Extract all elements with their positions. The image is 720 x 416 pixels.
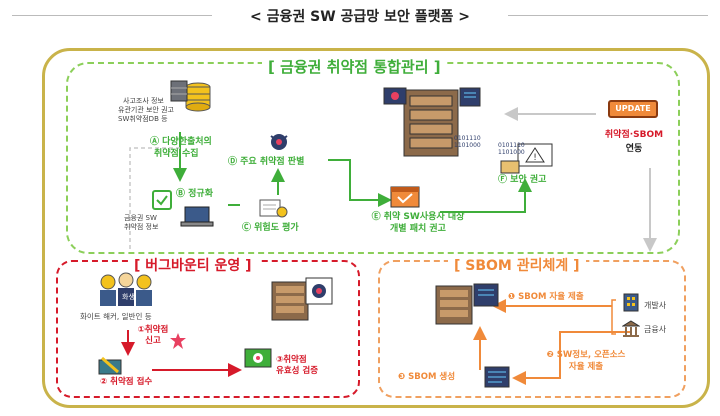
server-cluster-icon: [383, 87, 481, 157]
step3-line-1: ③취약점: [276, 355, 307, 365]
sbom-link-line-1: 취약점·SBOM: [604, 130, 664, 140]
sbom-step2-line-2: 자율 제출: [568, 362, 604, 372]
building-icon: [623, 293, 639, 312]
step1-line-1: ①취약점: [137, 325, 169, 335]
step-e-line-2: 개별 패치 권고: [390, 224, 446, 234]
svg-text:!: !: [533, 153, 537, 163]
arrow-patch-to-advisory: [440, 178, 532, 213]
arrow-judge-to-patch: [328, 159, 392, 207]
step-a-line-2: 취약점 수집: [154, 149, 199, 159]
sbom-step2-line-1: ❷ SW정보, 오픈소스: [546, 350, 626, 360]
title-rule-right: [508, 15, 708, 16]
step-e-line-1: Ⓔ 취약 SW사용사 대상: [371, 212, 465, 222]
title-rule-left: [12, 15, 212, 16]
step-a-line-1: Ⓐ 다양한출처의: [150, 137, 212, 147]
server-rack-small-icon: [170, 80, 188, 102]
binary-code-text: 0101110 1101000: [454, 135, 481, 149]
source-line-1: 사고조사 정보: [123, 97, 164, 105]
source-line-3: SW취약점DB 등: [118, 115, 168, 123]
advisory-binary-text: 0101110 1101000: [498, 142, 525, 156]
verify-monitor-icon: [244, 348, 272, 368]
arrow-to-generate: [512, 346, 561, 385]
sbom-server-icon: [435, 283, 499, 325]
sbom-step1-label: ❶ SBOM 자율 제출: [508, 292, 584, 302]
arrow-swinfo: [559, 331, 630, 346]
patch-window-icon: [390, 186, 420, 208]
step-c-label: Ⓒ 위험도 평가: [242, 223, 299, 233]
evaluation-icon: [259, 199, 288, 218]
sbom-management-header: [ SBOM 관리체계 ]: [448, 255, 586, 275]
warning-monitor-icon: !: [517, 143, 553, 167]
step1-line-2: 신고: [145, 336, 161, 346]
source-line-2: 유관기관 보안 권고: [118, 106, 174, 114]
notice-icon: [500, 160, 520, 174]
developer-label: 개발사: [644, 301, 667, 310]
people-icon: [100, 272, 152, 306]
hacker-label: 화생: [122, 293, 135, 301]
step-b-label: Ⓑ 정규화: [176, 189, 213, 199]
fin-info-line-1: 금융권 SW: [124, 214, 157, 222]
bug-icon: [270, 134, 288, 150]
step-f-label: Ⓕ 보안 권고: [498, 175, 547, 185]
checklist-icon: [152, 190, 172, 210]
fin-info-line-2: 취약점 정보: [124, 223, 159, 231]
dashed-link-collect: [129, 147, 180, 250]
bug-server-icon: [271, 277, 333, 321]
step-d-label: Ⓓ 주요 취약점 판별: [228, 157, 305, 167]
update-badge: UPDATE: [608, 100, 658, 118]
receive-tool-icon: [98, 356, 122, 375]
integrated-management-header: [ 금융권 취약점 통합관리 ]: [262, 56, 447, 77]
sbom-doc-icon: [484, 366, 510, 388]
step2-label: ② 취약점 접수: [100, 377, 153, 387]
update-label: UPDATE: [615, 104, 651, 113]
sbom-link-line-2: 연동: [625, 144, 643, 154]
page-title: < 금융권 SW 공급망 보안 플랫폼 >: [250, 9, 470, 25]
bank-icon: [622, 320, 640, 337]
database-icon: [185, 82, 211, 112]
sbom-step3-label: ❸ SBOM 생성: [398, 372, 456, 382]
step3-line-2: 유효성 검증: [276, 366, 319, 376]
financial-label: 금융사: [644, 325, 667, 334]
laptop-icon: [180, 206, 214, 227]
platform-frame: [42, 48, 710, 408]
alert-burst-icon: [170, 333, 186, 349]
bracket-dev-fin: [611, 299, 616, 335]
bug-bounty-header: [ 버그바운티 운영 ]: [128, 255, 258, 275]
reporters-label: 화이트 해커, 일반인 등: [80, 312, 152, 321]
